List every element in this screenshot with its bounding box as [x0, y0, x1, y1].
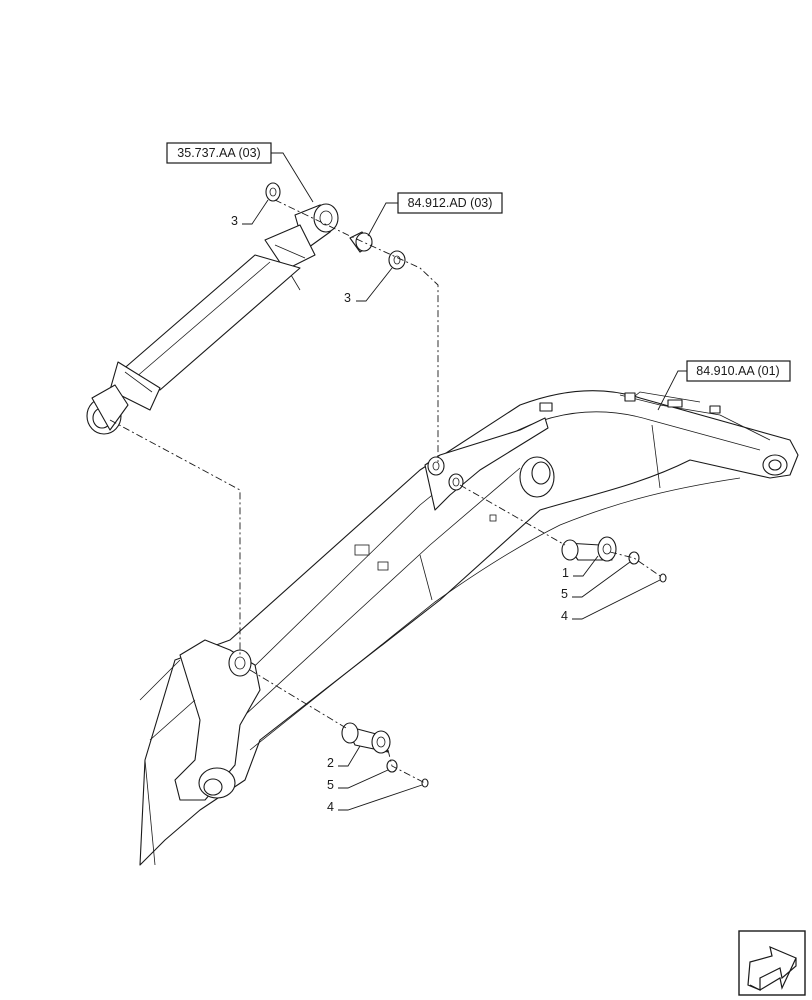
- arrow-back-icon[interactable]: [738, 930, 806, 996]
- ref-box-84912[interactable]: 84.912.AD (03): [367, 192, 503, 237]
- svg-text:84.912.AD (03): 84.912.AD (03): [408, 196, 493, 210]
- svg-text:35.737.AA (03): 35.737.AA (03): [177, 146, 260, 160]
- bolt-lower: [421, 778, 429, 788]
- bolt-upper: [659, 573, 667, 583]
- svg-text:3: 3: [344, 291, 351, 305]
- hydraulic-cylinder: [86, 203, 339, 435]
- callout-bolt-lower: 4: [327, 784, 423, 814]
- svg-text:4: 4: [561, 609, 568, 623]
- assembly-centerlines: [109, 199, 664, 784]
- svg-text:4: 4: [327, 800, 334, 814]
- callout-washer-upper: 5: [561, 561, 631, 601]
- callout-washer-lower: 5: [327, 769, 389, 792]
- callout-washer-top-left: 3: [231, 199, 269, 228]
- callout-washer-top-right: 3: [344, 267, 393, 305]
- ref-box-35737[interactable]: 35.737.AA (03): [166, 142, 314, 203]
- svg-text:2: 2: [327, 756, 334, 770]
- bushing: [349, 231, 373, 253]
- svg-text:1: 1: [562, 566, 569, 580]
- callout-pin-upper: 1: [562, 555, 599, 580]
- pin-upper: [561, 536, 617, 562]
- washer-upper: [628, 551, 640, 565]
- svg-text:5: 5: [561, 587, 568, 601]
- callout-bolt-upper: 4: [561, 579, 661, 623]
- washer-top-left: [265, 182, 281, 202]
- callout-pin-lower: 2: [327, 745, 361, 770]
- pin-lower: [341, 722, 391, 754]
- svg-text:5: 5: [327, 778, 334, 792]
- svg-text:3: 3: [231, 214, 238, 228]
- svg-text:84.910.AA (01): 84.910.AA (01): [696, 364, 779, 378]
- ref-box-84910[interactable]: 84.910.AA (01): [657, 360, 791, 411]
- arm-assembly: [139, 389, 799, 866]
